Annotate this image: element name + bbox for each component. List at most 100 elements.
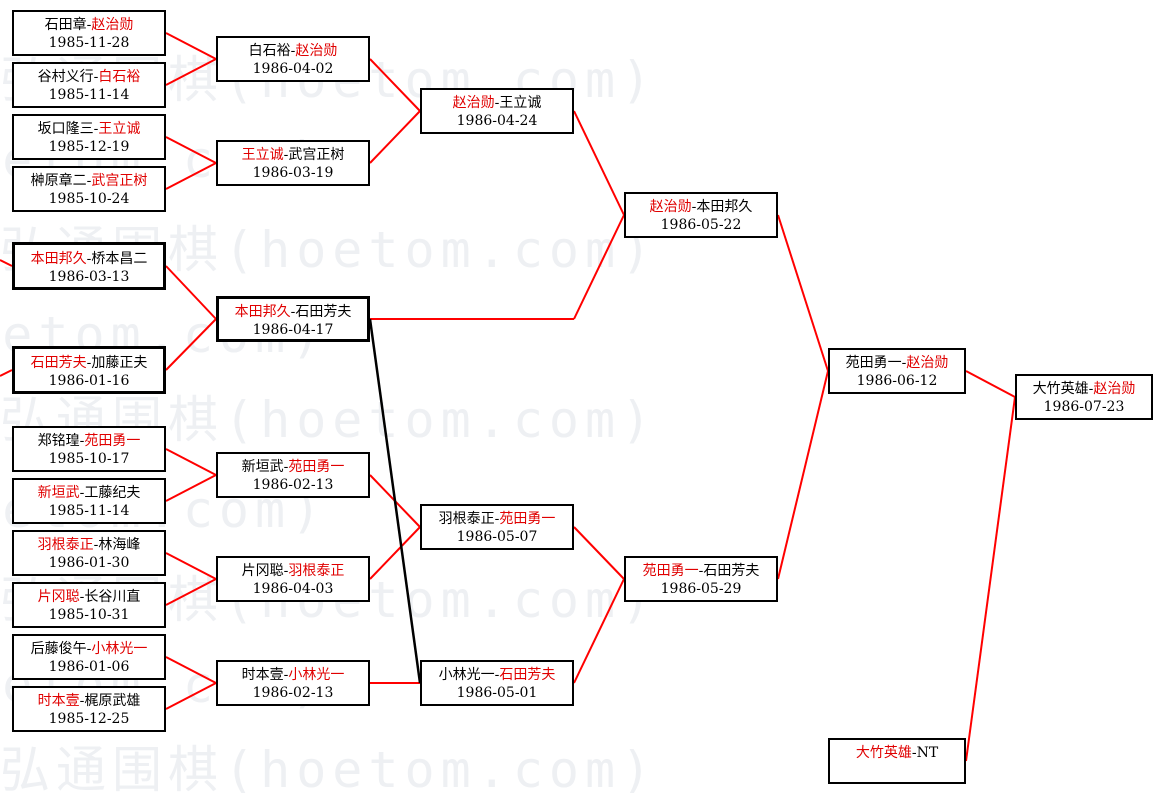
match-date: 1986-06-12 [856, 373, 938, 389]
match-date: 1986-02-13 [252, 477, 334, 493]
connector-line [165, 448, 217, 476]
connector-line [965, 396, 1016, 762]
player-two: NT [916, 745, 939, 761]
player-separator: - [283, 667, 289, 683]
match-players: 后藤俊午-小林光一 [14, 640, 164, 658]
match-players: 白石裕-赵治勋 [218, 42, 368, 60]
match-date: 1985-12-19 [48, 139, 130, 155]
match-date: 1986-04-24 [456, 113, 538, 129]
connector-line [165, 682, 217, 710]
match-box: 小林光一-石田芳夫 1986-05-01 [420, 660, 574, 706]
match-date: 1985-12-25 [48, 711, 130, 727]
player-separator: - [290, 43, 296, 59]
match-players: 苑田勇一-赵治勋 [830, 354, 964, 372]
player-separator: - [79, 589, 85, 605]
match-date: 1986-04-03 [252, 581, 334, 597]
connector-line [165, 318, 217, 371]
player-two: 苑田勇一 [84, 433, 141, 449]
connector-line [965, 370, 1016, 398]
player-two: 赵治勋 [91, 17, 134, 33]
match-players: 片冈聪-长谷川直 [14, 588, 164, 606]
match-players: 片冈聪-羽根泰正 [218, 562, 368, 580]
player-two: 长谷川直 [84, 589, 141, 605]
player-two: 小林光一 [91, 641, 148, 657]
match-date: 1985-11-14 [48, 503, 130, 519]
match-players: 赵治勋-王立诚 [422, 94, 572, 112]
player-two: 苑田勇一 [288, 459, 345, 475]
player-one: 王立诚 [241, 147, 284, 163]
player-one: 坂口隆三 [37, 121, 94, 137]
player-two: 桥本昌二 [91, 251, 148, 267]
match-players: 羽根泰正-苑田勇一 [422, 510, 572, 528]
match-players: 石田芳夫-加藤正夫 [15, 354, 163, 372]
connector-line [165, 578, 217, 606]
player-one: 苑田勇一 [845, 355, 902, 371]
connector-line [165, 656, 217, 684]
match-date: 1985-10-17 [48, 451, 130, 467]
player-one: 新垣武 [37, 485, 80, 501]
connector-line [369, 58, 421, 112]
connector-line [573, 214, 625, 320]
connector-line [165, 136, 217, 164]
connector-line [777, 214, 829, 372]
match-players: 新垣武-工藤纪夫 [14, 484, 164, 502]
match-date: 1986-05-01 [456, 685, 538, 701]
player-two: 赵治勋 [1093, 381, 1136, 397]
match-players: 本田邦久-桥本昌二 [15, 250, 163, 268]
match-players: 苑田勇一-石田芳夫 [626, 562, 776, 580]
player-separator: - [79, 433, 85, 449]
match-players: 大竹英雄-NT [830, 744, 964, 762]
player-one: 小林光一 [438, 667, 495, 683]
player-two: 武宫正树 [91, 173, 148, 189]
match-players: 时本壹-梶原武雄 [14, 692, 164, 710]
connector-line [573, 110, 625, 216]
player-two: 工藤纪夫 [84, 485, 141, 501]
player-one: 石田芳夫 [30, 355, 87, 371]
player-two: 赵治勋 [906, 355, 949, 371]
match-players: 坂口隆三-王立诚 [14, 120, 164, 138]
player-two: 石田芳夫 [295, 304, 352, 320]
player-two: 王立诚 [98, 121, 141, 137]
connector-line [777, 370, 829, 580]
connector-line [165, 552, 217, 580]
player-one: 赵治勋 [649, 199, 692, 215]
match-players: 本田邦久-石田芳夫 [219, 303, 367, 321]
player-one: 榊原章二 [30, 173, 87, 189]
player-separator: - [290, 304, 296, 320]
player-two: 本田邦久 [696, 199, 753, 215]
player-one: 时本壹 [37, 693, 80, 709]
match-date: 1986-01-16 [48, 373, 130, 389]
player-two: 羽根泰正 [288, 563, 345, 579]
match-players: 王立诚-武宫正树 [218, 146, 368, 164]
player-separator: - [691, 199, 697, 215]
connector-line [165, 162, 217, 190]
player-two: 石田芳夫 [499, 667, 556, 683]
player-one: 本田邦久 [234, 304, 291, 320]
player-separator: - [86, 641, 92, 657]
player-separator: - [494, 95, 500, 111]
connector-line [573, 526, 625, 580]
player-separator: - [494, 667, 500, 683]
match-date: 1986-04-02 [252, 61, 334, 77]
match-date: 1985-10-31 [48, 607, 130, 623]
match-date: 1986-02-13 [252, 685, 334, 701]
match-players: 赵治勋-本田邦久 [626, 198, 776, 216]
player-separator: - [86, 251, 92, 267]
match-date: 1986-07-23 [1043, 399, 1125, 415]
match-players: 大竹英雄-赵治勋 [1017, 380, 1151, 398]
match-players: 石田章-赵治勋 [14, 16, 164, 34]
